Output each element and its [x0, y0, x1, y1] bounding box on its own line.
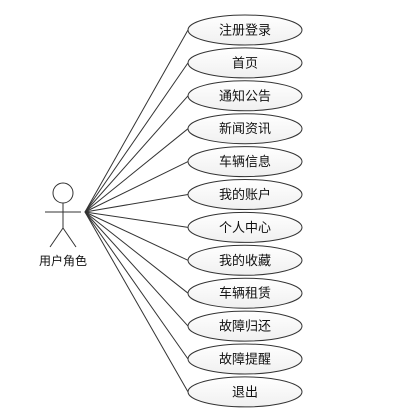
use-case-ellipse [187, 80, 303, 112]
use-case-label: 故障归还 [219, 320, 271, 335]
association-line [84, 161, 189, 213]
use-case-ellipse [187, 310, 303, 342]
association-lines [84, 29, 189, 393]
association-line [84, 194, 189, 213]
use-case-ellipse [187, 211, 303, 243]
association-line [84, 211, 189, 261]
use-case-ellipse [187, 343, 303, 375]
use-case-label: 退出 [232, 385, 258, 400]
use-case-list: 注册登录首页通知公告新闻资讯车辆信息我的账户个人中心我的收藏车辆租赁故障归还故障… [187, 14, 303, 408]
association-line [84, 211, 189, 228]
use-case-label: 我的收藏 [219, 253, 271, 269]
actor-head [52, 182, 74, 204]
actor-right-leg [62, 227, 77, 248]
use-case-label: 通知公告 [219, 88, 271, 104]
actor-name: 用户角色 [39, 253, 87, 268]
association-line [84, 62, 189, 213]
use-case[interactable]: 个人中心 [187, 211, 303, 243]
use-case-label: 注册登录 [219, 24, 271, 39]
association-line [84, 211, 189, 360]
use-case-ellipse [187, 244, 303, 276]
association-line [84, 29, 189, 213]
use-case[interactable]: 退出 [187, 376, 303, 408]
use-case[interactable]: 我的收藏 [187, 244, 303, 276]
use-case-ellipse [187, 47, 303, 79]
use-case-label: 车辆信息 [219, 154, 271, 170]
use-case[interactable]: 车辆租赁 [187, 277, 303, 309]
use-case[interactable]: 故障归还 [187, 310, 303, 342]
use-case[interactable]: 通知公告 [187, 80, 303, 112]
actor-figure[interactable]: 用户角色 [39, 182, 87, 268]
use-case-ellipse [187, 376, 303, 408]
association-line [84, 128, 189, 213]
use-case-ellipse [187, 113, 303, 145]
use-case[interactable]: 注册登录 [187, 14, 303, 46]
use-case-label: 个人中心 [219, 221, 271, 236]
use-case-ellipse [187, 277, 303, 309]
association-line [84, 211, 189, 294]
use-case-ellipse [187, 146, 303, 178]
association-line [84, 95, 189, 213]
use-case-ellipse [187, 14, 303, 46]
use-case[interactable]: 我的账户 [187, 179, 303, 210]
use-case-label: 车辆租赁 [219, 286, 271, 302]
use-case-label: 首页 [232, 56, 258, 71]
use-case[interactable]: 故障提醒 [187, 343, 303, 375]
use-case[interactable]: 首页 [187, 47, 303, 79]
use-case[interactable]: 车辆信息 [187, 146, 303, 178]
use-case-ellipse [187, 179, 303, 210]
association-line [84, 211, 189, 393]
use-case[interactable]: 新闻资讯 [187, 113, 303, 145]
association-line [84, 211, 189, 327]
actor-left-leg [49, 227, 64, 248]
use-case-label: 故障提醒 [219, 352, 271, 368]
use-case-label: 我的账户 [219, 187, 271, 203]
use-case-label: 新闻资讯 [219, 121, 271, 137]
